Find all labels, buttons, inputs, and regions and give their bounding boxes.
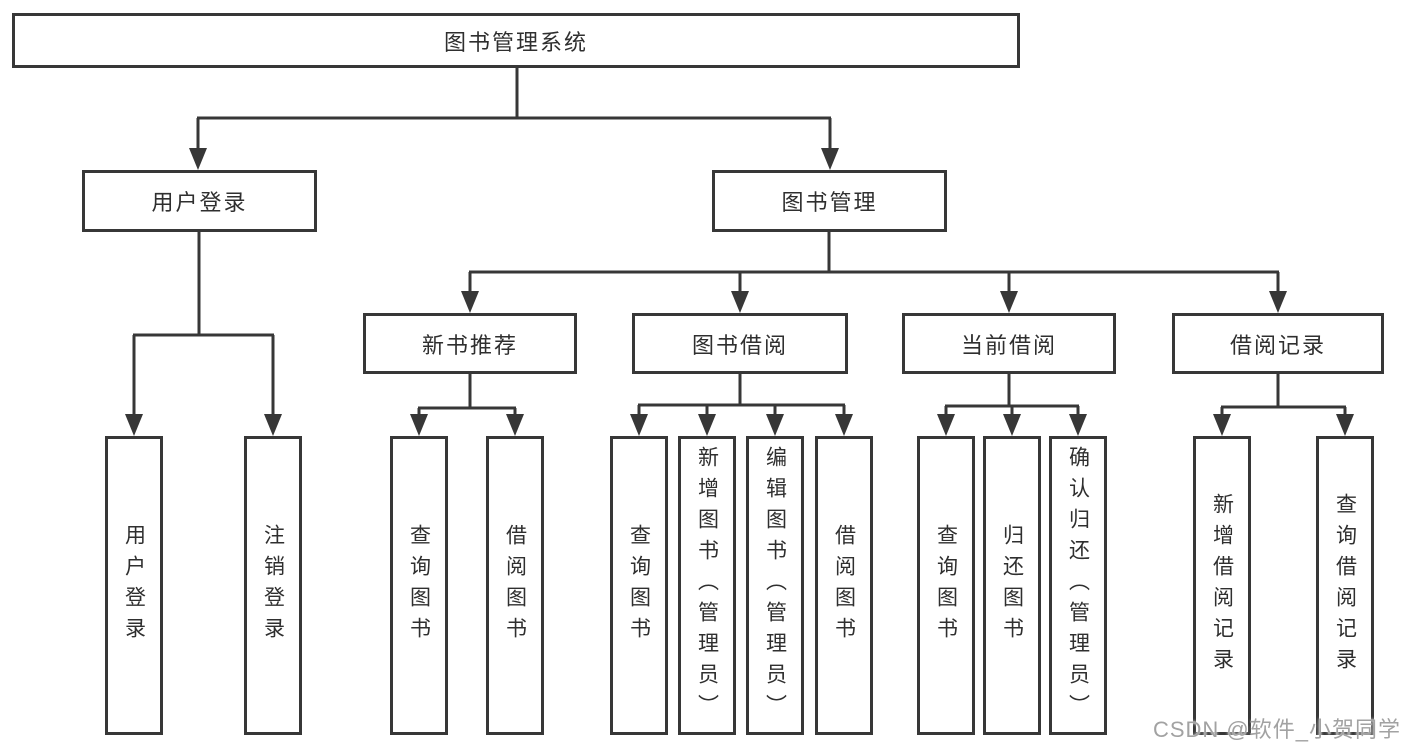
leaf-label: 借阅图书 <box>503 523 527 648</box>
leaf-label: 新增图书（管理员） <box>695 446 719 725</box>
leaf-logout: 注销登录 <box>244 436 302 735</box>
csdn-watermark: CSDN @软件_小贺同学 <box>1152 717 1401 742</box>
leaf-label: 查询借阅记录 <box>1333 492 1357 679</box>
node-label: 用户登录 <box>151 190 248 215</box>
node-user-login: 用户登录 <box>82 170 317 232</box>
node-borrowing-records: 借阅记录 <box>1172 313 1384 374</box>
node-library-management-system: 图书管理系统 <box>12 13 1020 68</box>
node-label: 新书推荐 <box>421 332 518 358</box>
leaf-add-books-admin: 新增图书（管理员） <box>678 436 736 735</box>
leaf-user-login: 用户登录 <box>105 436 163 735</box>
node-current-borrowing: 当前借阅 <box>902 313 1116 374</box>
leaf-label: 借阅图书 <box>832 523 856 648</box>
leaf-label: 用户登录 <box>122 523 146 648</box>
leaf-query-books: 查询图书 <box>390 436 448 735</box>
leaf-query-books: 查询图书 <box>917 436 975 735</box>
leaf-label: 查询图书 <box>934 523 958 648</box>
leaf-label: 查询图书 <box>407 523 431 648</box>
node-book-management: 图书管理 <box>712 170 947 232</box>
node-book-borrowing: 图书借阅 <box>632 313 848 374</box>
leaf-edit-books-admin: 编辑图书（管理员） <box>746 436 804 735</box>
leaf-label: 注销登录 <box>261 523 285 648</box>
leaf-borrow-books: 借阅图书 <box>486 436 544 735</box>
leaf-return-books: 归还图书 <box>983 436 1041 735</box>
leaf-label: 确认归还（管理员） <box>1066 446 1090 725</box>
leaf-label: 查询图书 <box>627 523 651 648</box>
node-label: 图书管理 <box>781 190 878 215</box>
arrowheads <box>125 148 1354 436</box>
leaf-confirm-return-admin: 确认归还（管理员） <box>1049 436 1107 735</box>
leaf-query-borrow-record: 查询借阅记录 <box>1316 436 1374 735</box>
leaf-borrow-books: 借阅图书 <box>815 436 873 735</box>
node-label: 图书管理系统 <box>443 29 588 55</box>
leaf-label: 归还图书 <box>1000 523 1024 648</box>
leaf-add-borrow-record: 新增借阅记录 <box>1193 436 1251 735</box>
leaf-label: 新增借阅记录 <box>1210 492 1234 679</box>
leaf-label: 编辑图书（管理员） <box>763 446 787 725</box>
node-label: 借阅记录 <box>1229 332 1326 358</box>
node-new-book-recommend: 新书推荐 <box>363 313 577 374</box>
leaf-query-books: 查询图书 <box>610 436 668 735</box>
node-label: 当前借阅 <box>960 332 1057 358</box>
node-label: 图书借阅 <box>691 332 788 358</box>
